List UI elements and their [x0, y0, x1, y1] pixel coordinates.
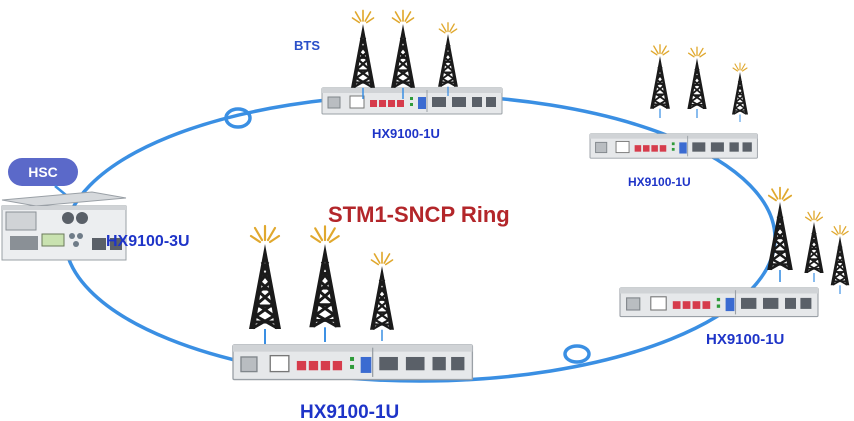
network-device-icon [619, 287, 819, 318]
bts-tower-icon [389, 9, 417, 101]
ring-title: STM1-SNCP Ring [328, 202, 510, 227]
bts-tower-icon [368, 251, 396, 343]
device-label-right-top: HX9100-1U [628, 175, 691, 189]
network-device-icon [321, 87, 503, 115]
device-label-top: HX9100-1U [372, 126, 440, 141]
device-label-3u: HX9100-3U [106, 233, 190, 250]
ring-loop-bottom [563, 344, 591, 364]
bts-tower-icon [803, 210, 825, 283]
bts-tower-icon [437, 21, 459, 97]
bts-tower-icon [247, 224, 283, 346]
bts-tower-icon [649, 43, 671, 119]
bts-tower-icon [349, 9, 377, 101]
bts-label: BTS [294, 38, 320, 53]
device-label-right-bottom: HX9100-1U [706, 331, 784, 348]
bts-tower-icon [307, 224, 343, 344]
hsc-label: HSC [28, 164, 58, 180]
bts-tower-icon [829, 224, 851, 295]
network-device-icon [232, 344, 474, 381]
network-device-icon [1, 191, 127, 261]
device-label-bottom: HX9100-1U [300, 402, 399, 421]
bts-tower-icon [766, 186, 794, 284]
network-device-icon [589, 133, 758, 159]
bts-tower-icon [731, 62, 749, 123]
ring-loop-top [224, 107, 252, 129]
bts-tower-icon [686, 46, 708, 119]
hsc-cloud-icon: HSC [8, 158, 78, 201]
